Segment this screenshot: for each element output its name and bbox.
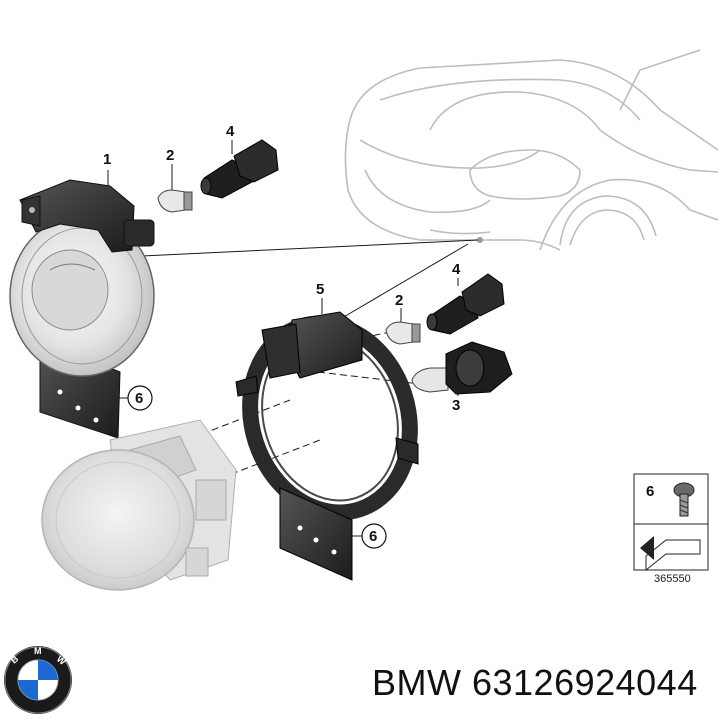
callout-1: 1 — [103, 151, 111, 168]
svg-text:M: M — [34, 646, 42, 656]
callout-5: 5 — [316, 281, 324, 298]
screw-icon — [673, 482, 695, 517]
callout-6-lower-text: 6 — [369, 528, 377, 545]
part-number-label: BMW 63126924044 — [372, 662, 698, 703]
fog-light-assembly-1 — [9, 179, 155, 439]
callout-3: 3 — [452, 397, 460, 414]
holder-ring-5 — [235, 311, 419, 581]
inset-item-number: 6 — [646, 483, 654, 500]
screw-inset-box: 6 365550 — [633, 473, 709, 585]
callout-6-upper: 6 — [127, 385, 153, 411]
image-code: 365550 — [654, 573, 691, 585]
callout-6-upper-text: 6 — [135, 390, 143, 407]
bmw-logo: B M W — [4, 646, 72, 714]
fog-light-rear-view — [41, 419, 237, 591]
reference-lines — [107, 140, 479, 537]
mounting-arrow-icon — [640, 536, 701, 572]
small-bulb-2-lower — [385, 321, 421, 345]
small-bulb-2-top — [157, 189, 193, 213]
callout-6-lower: 6 — [361, 523, 387, 549]
callout-2-lower: 2 — [395, 292, 403, 309]
car-front-outline — [344, 49, 719, 251]
svg-text:B: B — [9, 653, 21, 665]
callout-4-top: 4 — [226, 123, 235, 140]
socket-4-lower — [426, 273, 505, 335]
callout-2-top: 2 — [166, 147, 174, 164]
main-bulb-3 — [411, 341, 513, 395]
callout-4-lower: 4 — [452, 261, 461, 278]
socket-4-top — [200, 139, 279, 199]
